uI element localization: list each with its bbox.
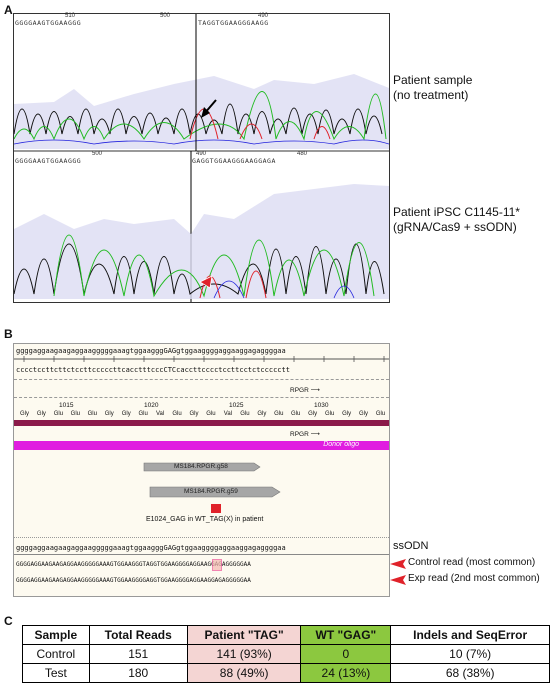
sequence-map-panel: ggggaggaagaagaggaagggggaaagtggaagggGAGgt… xyxy=(13,343,390,597)
pos-1020: 1020 xyxy=(144,402,159,409)
track1-label-line2: (no treatment) xyxy=(393,88,469,102)
header-sample: Sample xyxy=(22,625,90,645)
track2-label-line2: (gRNA/Cas9 + ssODN) xyxy=(393,220,517,234)
ssodn-sequence: ggggaggaagaagaggaagggggaaagtggaagggGAGgt… xyxy=(16,544,286,552)
amino-acid: Gly xyxy=(36,411,46,417)
exp-read-arrow-icon xyxy=(389,573,407,591)
control-read-label: Control read (most common) xyxy=(408,557,536,568)
amino-acid: Gly xyxy=(104,411,114,417)
exp-read-sequence: GGGGAGGAAGAAGAGGAAGGGGGAAAGTGGAAGGGGAGGT… xyxy=(16,577,251,584)
header-patient-tag: Patient "TAG" xyxy=(186,625,302,645)
guide1-label: MS184.RPGR.g58 xyxy=(174,463,228,470)
ruler-svg xyxy=(14,356,389,362)
results-table: Sample Total Reads Patient "TAG" WT "GAG… xyxy=(22,625,550,683)
amino-acid: Val xyxy=(155,411,165,417)
red-arrow-icon xyxy=(199,275,213,289)
pos-1015: 1015 xyxy=(59,402,74,409)
guides-svg xyxy=(143,462,281,498)
cell-sample: Test xyxy=(22,663,90,683)
amino-acid: Glu xyxy=(274,411,284,417)
amino-acid-row: Gly Gly Glu Glu Glu Gly Gly Glu Val Glu Gly Glu Val G… xyxy=(16,411,389,417)
pos-1030: 1030 xyxy=(314,402,329,409)
table-header-row: Sample Total Reads Patient "TAG" WT "GAG… xyxy=(22,625,550,645)
guide2-arrow xyxy=(149,486,281,498)
right-arrow-icon: ⟶ xyxy=(310,431,320,438)
panel-a-letter: A xyxy=(4,3,13,17)
track1-tick-510: 510 xyxy=(65,13,76,19)
track2-tick-480: 480 xyxy=(297,151,308,157)
amino-acid: Gly xyxy=(19,411,29,417)
amino-acid: Gly xyxy=(342,411,352,417)
track1-seq-left: GGGGAAGTGGAAGGG xyxy=(15,19,82,27)
control-read-sequence: GGGGAGGAAGAAGAGGAAGGGGGAAAGTGGAAGGGTAGGT… xyxy=(16,561,251,568)
complement-sequence: cccctccttcttctccttcccccttcacctttcccCTCca… xyxy=(16,366,290,374)
control-read-arrow-icon xyxy=(389,557,407,575)
amino-acid: Glu xyxy=(324,411,335,417)
amino-acid: Glu xyxy=(240,411,250,417)
cell-patient-tag: 141 (93%) xyxy=(186,644,302,664)
amino-acid: Glu xyxy=(87,411,97,417)
cell-wt-gag: 0 xyxy=(300,644,392,664)
right-arrow-icon: ⟶ xyxy=(310,387,320,394)
track2-tick-490: 490 xyxy=(196,151,207,157)
amino-acid: Val xyxy=(223,411,233,417)
chromatogram-svg xyxy=(13,14,390,302)
amino-acid: Gly xyxy=(257,411,267,417)
header-indels: Indels and SeqError xyxy=(390,625,550,645)
track1-seq-right: TAGGTGGAAGGGAAGG xyxy=(198,19,269,27)
cell-sample: Control xyxy=(22,644,90,664)
cell-total: 151 xyxy=(88,644,188,664)
track2-tick-500: 500 xyxy=(92,151,103,157)
amino-acid: Glu xyxy=(375,411,386,417)
cell-patient-tag: 88 (49%) xyxy=(186,663,302,683)
amino-acid: Glu xyxy=(206,411,216,417)
amino-acid: Glu xyxy=(291,411,301,417)
pos-1025: 1025 xyxy=(229,402,244,409)
header-wt-gag: WT "GAG" xyxy=(300,625,392,645)
table-row: Test 180 88 (49%) 24 (13%) 68 (38%) xyxy=(22,663,550,683)
amino-acid: Gly xyxy=(308,411,318,417)
mutation-label: E1024_GAG in WT_TAG(X) in patient xyxy=(146,516,264,523)
track2-traces xyxy=(13,184,389,299)
track1-tick-500: 500 xyxy=(160,13,171,19)
donor-oligo-bar: Donor oligo xyxy=(14,441,389,450)
t-highlight xyxy=(212,559,222,571)
track2-seq-left: GGGGAAGTGGAAGGG xyxy=(15,157,82,165)
track1-tick-490: 490 xyxy=(258,13,269,19)
track1-label-line1: Patient sample xyxy=(393,73,473,87)
cell-indels: 10 (7%) xyxy=(390,644,550,664)
guide2-label: MS184.RPGR.g59 xyxy=(184,488,238,495)
guide1-arrow xyxy=(143,462,261,472)
exp-read-label: Exp read (2nd most common) xyxy=(408,573,540,584)
rpgr-label-2: RPGR ⟶ xyxy=(290,431,320,438)
dashed-divider xyxy=(14,379,389,380)
panel-c-letter: C xyxy=(4,614,13,628)
rpgr-label-1: RPGR ⟶ xyxy=(290,387,320,394)
amino-acid: Glu xyxy=(53,411,64,417)
amino-acid: Glu xyxy=(138,411,148,417)
amino-acid: Glu xyxy=(70,411,80,417)
amino-acid: Gly xyxy=(189,411,199,417)
track2-label-line1: Patient iPSC C1145-11* xyxy=(393,205,520,219)
top-sequence: ggggaggaagaagaggaagggggaaagtggaagggGAGgt… xyxy=(16,347,286,355)
cell-wt-gag: 24 (13%) xyxy=(300,663,392,683)
mutation-marker xyxy=(211,504,221,513)
cell-total: 180 xyxy=(88,663,188,683)
amino-acid: Glu xyxy=(172,411,182,417)
black-arrow-icon xyxy=(201,99,217,118)
chromatogram-panel xyxy=(13,13,390,303)
track1-traces xyxy=(13,74,390,149)
cell-indels: 68 (38%) xyxy=(390,663,550,683)
amino-acid: Gly xyxy=(121,411,131,417)
amino-acid: Gly xyxy=(359,411,369,417)
rpgr-feature-bar xyxy=(14,420,389,426)
panel-b-letter: B xyxy=(4,327,13,341)
table-row: Control 151 141 (93%) 0 10 (7%) xyxy=(22,644,550,664)
ssodn-label: ssODN xyxy=(393,540,429,552)
track2-seq-right: GAGGTGGAAGGGAAGGAGA xyxy=(192,157,276,165)
header-total-reads: Total Reads xyxy=(88,625,188,645)
donor-oligo-label: Donor oligo xyxy=(323,441,359,448)
